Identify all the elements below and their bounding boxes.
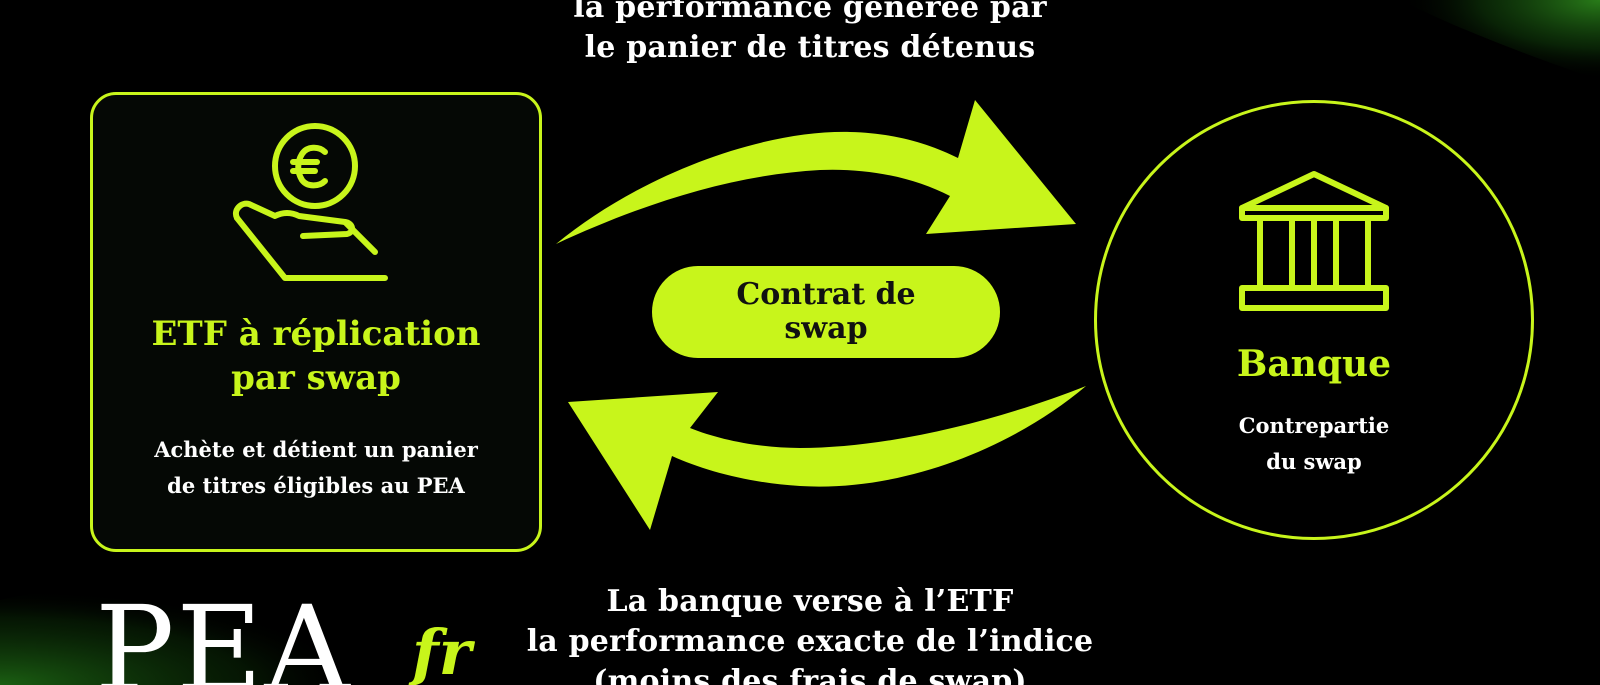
euro-coin-hand-icon — [233, 123, 388, 281]
contract-line1: Contrat de — [736, 277, 916, 312]
arrow-to-etf — [568, 386, 1086, 530]
bottom-caption-line3: (moins des frais de swap) — [593, 664, 1027, 685]
arrow-to-bank — [556, 100, 1076, 244]
bank-circle — [1094, 100, 1534, 540]
top-caption-line2: le panier de titres détenus — [584, 30, 1036, 65]
bank-desc-line1: Contrepartie — [1238, 413, 1390, 438]
etf-desc-line2: de titres éligibles au PEA — [167, 473, 465, 498]
bottom-left-glow — [0, 588, 360, 685]
etf-title-line1: ETF à réplication — [151, 314, 481, 354]
bank-building-icon — [1239, 171, 1389, 311]
top-caption-line1: la performance générée par — [573, 0, 1047, 25]
top-right-glow — [1400, 0, 1600, 80]
etf-title: ETF à réplication par swap — [90, 312, 542, 400]
contract-line2: swap — [784, 311, 868, 346]
top-caption: la performance générée par le panier de … — [430, 0, 1190, 68]
bottom-caption: La banque verse à l’ETF la performance e… — [430, 582, 1190, 685]
bank-description: Contrepartie du swap — [1094, 408, 1534, 480]
swap-contract-pill: Contrat de swap — [652, 266, 1000, 358]
bank-title: Banque — [1236, 343, 1392, 385]
bottom-caption-line1: La banque verse à l’ETF — [606, 584, 1014, 619]
bottom-caption-line2: la performance exacte de l’indice — [526, 624, 1094, 659]
pea-logo-suffix: fr — [412, 616, 472, 685]
bank-desc-line2: du swap — [1266, 449, 1362, 474]
etf-desc-line1: Achète et détient un panier — [154, 437, 478, 462]
pea-logo: PEA — [95, 580, 352, 685]
etf-title-line2: par swap — [231, 358, 401, 398]
etf-description: Achète et détient un panier de titres él… — [90, 432, 542, 504]
